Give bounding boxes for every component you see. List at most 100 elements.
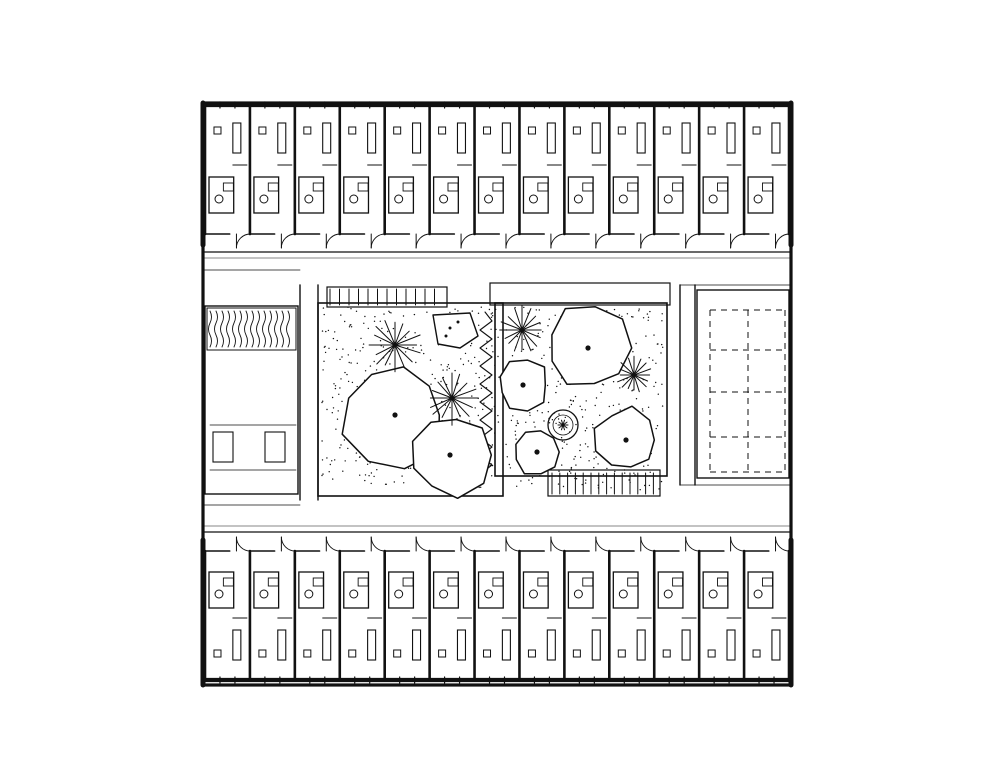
ground-stipple — [505, 443, 507, 446]
ground-stipple — [334, 331, 336, 333]
ground-stipple — [602, 481, 604, 483]
ground-stipple — [497, 336, 499, 338]
bed-icon — [232, 629, 242, 661]
sink-icon — [222, 577, 234, 587]
ground-stipple — [478, 376, 480, 379]
ground-stipple — [370, 482, 372, 485]
ground-stipple — [387, 330, 389, 333]
ground-stipple — [464, 352, 467, 355]
planting-hatch — [256, 310, 260, 348]
ground-stipple — [623, 469, 626, 471]
ground-stipple — [420, 349, 423, 351]
ground-stipple — [321, 401, 323, 404]
ground-stipple — [355, 452, 358, 454]
bed-icon — [411, 629, 422, 661]
ground-stipple — [474, 356, 476, 359]
ground-stipple — [648, 484, 651, 487]
palm-frond — [384, 344, 396, 366]
palm-frond — [394, 344, 405, 368]
palm-frond — [521, 329, 541, 339]
palm-frond — [633, 362, 647, 376]
ground-stipple — [639, 489, 641, 491]
ground-stipple — [497, 421, 500, 423]
ground-stipple — [389, 311, 391, 314]
bed-icon — [591, 629, 601, 661]
ground-stipple — [548, 318, 550, 320]
ground-stipple — [471, 310, 473, 312]
chair-icon — [258, 126, 267, 135]
door-swing — [685, 233, 701, 249]
ground-stipple — [347, 306, 349, 308]
toilet-icon — [573, 589, 583, 599]
ground-stipple — [332, 478, 334, 480]
ground-stipple — [549, 346, 551, 349]
ground-stipple — [440, 380, 442, 383]
ground-stipple — [426, 311, 428, 313]
ground-stipple — [364, 474, 367, 476]
ground-stipple — [608, 405, 610, 408]
ground-stipple — [631, 316, 633, 318]
ground-stipple — [568, 406, 571, 408]
chair-icon — [438, 126, 447, 135]
palm-frond — [521, 329, 538, 347]
sink-icon — [627, 577, 639, 587]
toilet-icon — [663, 589, 673, 599]
ground-stipple — [554, 314, 556, 316]
bathroom — [702, 176, 729, 214]
ground-stipple — [337, 410, 339, 412]
ground-stipple — [613, 308, 616, 311]
shrub-dot — [444, 334, 448, 338]
ground-stipple — [574, 455, 576, 458]
bed-icon — [411, 122, 422, 154]
palm-frond — [430, 397, 453, 408]
bed-icon — [277, 629, 287, 661]
chair-icon — [662, 649, 671, 658]
ground-stipple — [547, 401, 550, 404]
ground-stipple — [492, 315, 494, 317]
bed-icon — [322, 122, 332, 154]
ground-stipple — [478, 486, 480, 489]
ground-stipple — [444, 404, 447, 406]
planting-hatch — [268, 310, 272, 348]
ground-stipple — [462, 363, 465, 366]
ground-stipple — [460, 358, 462, 360]
ground-stipple — [558, 475, 560, 477]
ground-stipple — [551, 419, 554, 421]
ground-stipple — [470, 342, 473, 345]
ground-stipple — [533, 421, 535, 423]
ground-stipple — [647, 316, 650, 318]
bed-icon — [322, 629, 332, 661]
ground-stipple — [570, 403, 573, 406]
ground-stipple — [528, 479, 530, 481]
door-swing — [325, 536, 341, 552]
ground-stipple — [592, 423, 594, 426]
ground-stipple — [373, 360, 375, 363]
door-swing — [235, 233, 251, 249]
toilet-icon — [484, 589, 494, 599]
ground-stipple — [635, 342, 637, 345]
bed-icon — [546, 122, 556, 154]
ground-stipple — [551, 368, 553, 370]
palm-frond — [507, 316, 523, 331]
ground-stipple — [523, 338, 525, 341]
ground-stipple — [339, 358, 341, 361]
bathroom — [208, 176, 235, 214]
ground-stipple — [595, 456, 597, 458]
palm-frond — [504, 329, 523, 339]
ground-stipple — [442, 369, 444, 371]
ground-stipple — [658, 488, 660, 490]
toilet-icon — [618, 194, 628, 204]
ground-stipple — [656, 425, 659, 427]
ground-stipple — [531, 477, 534, 479]
ground-stipple — [633, 472, 635, 474]
ground-stipple — [491, 312, 494, 314]
chair-icon — [752, 126, 761, 135]
ground-stipple — [572, 400, 574, 402]
palm-frond — [633, 374, 640, 393]
ground-stipple — [369, 365, 372, 367]
chair-icon — [303, 126, 312, 135]
ground-stipple — [618, 403, 620, 405]
trellis-north-west — [326, 286, 448, 308]
ground-stipple — [383, 313, 385, 315]
ground-stipple — [324, 345, 326, 348]
